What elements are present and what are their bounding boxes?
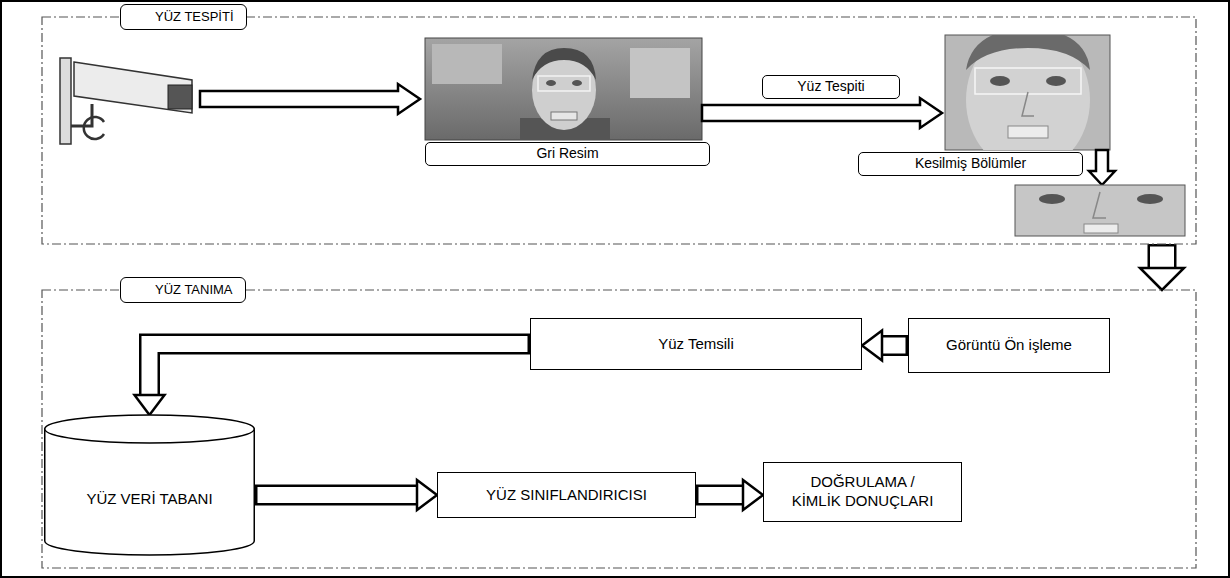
arrow-shaft-outline [881,335,908,356]
step-label-box: Kesilmiş Bölümler [858,152,1083,176]
region-heading: YÜZ TANIMA [120,277,246,303]
node-text: Yüz Tespiti [797,78,864,96]
cylinder-top [45,415,255,443]
eye [546,80,556,86]
detected-face [966,35,1090,150]
photo-background [630,48,690,98]
photo-hair [532,48,596,80]
cropped-photo [1015,185,1185,236]
region-outline [42,17,1196,244]
arrow-head [743,480,763,510]
eye-box [538,76,590,91]
eye [1046,76,1066,86]
camera-body [74,62,192,113]
block-arrow-connector [696,480,763,510]
gray-photo [425,38,702,140]
block-arrow [1089,150,1115,185]
block-arrow [702,98,942,128]
process-box: Yüz Temsili [530,318,862,370]
cylinder-body [45,429,255,555]
eye [1039,194,1065,204]
node-text: YÜZ SINIFLANDIRICISI [486,486,647,505]
block-arrow [200,84,420,114]
arrow-shaft-fill [1150,247,1174,270]
dash-dot-border [42,17,1196,244]
process-box: YÜZ SINIFLANDIRICISI [437,472,696,518]
arrow-head [1140,268,1184,290]
nose [1093,192,1106,218]
block-arrow-connector [1140,244,1184,290]
result-box: DOĞRULAMA / KİMLİK DONUÇLARI [763,462,962,522]
arrow-head [135,395,165,415]
hair [966,35,1090,70]
mouth-box [1008,126,1048,138]
arrow-head [862,331,882,361]
node-text: Kesilmiş Bölümler [915,155,1026,173]
detection-region: YÜZ TESPİTİGri ResimYüz TespitiKesilmiş … [42,17,1196,244]
node-text: Görüntü Ön işleme [946,336,1072,355]
mouth-box [551,112,577,120]
face [966,35,1090,150]
eye [990,76,1010,86]
node-text: Gri Resim [536,145,598,163]
photo-background [432,44,502,84]
eye-box [975,68,1081,94]
block-arrow-connector [135,344,531,415]
node-text: DOĞRULAMA / KİMLİK DONUÇLARI [785,473,940,511]
caption-box: Gri Resim [425,142,710,166]
arrow-shaft-outline [150,344,531,396]
process-box: Görüntü Ön işleme [908,318,1110,373]
arrow-shaft-fill [881,338,906,354]
step-label-box: Yüz Tespiti [762,75,900,99]
mouth-box [1084,224,1118,233]
camera-clip [84,117,104,139]
arrow-shaft-outline [1148,244,1177,269]
block-arrow-connector [255,480,437,510]
database-cylinder: YÜZ VERİ TABANI [44,415,255,555]
nose [1022,92,1034,116]
arrow-head [417,480,437,510]
eye [572,80,582,86]
arrow-shaft-outline [696,485,744,506]
node-text: YÜZ VERİ TABANI [86,490,212,509]
camera-mount [60,58,71,144]
block-arrow-connector [862,331,908,361]
arrow-shaft-fill [258,487,419,503]
region-heading: YÜZ TESPİTİ [120,4,247,30]
camera-arm [71,104,92,126]
recognition-region: YÜZ TANIMAGörüntü Ön işlemeYüz TemsiliYÜ… [42,290,1196,568]
node-text: Yüz Temsili [658,335,734,354]
cylinder-outline [44,415,255,555]
arrow-shaft-outline [255,485,418,506]
camera-lens [168,85,192,109]
arrow-shaft-fill [699,487,745,503]
arrow-shaft-fill [150,344,528,396]
dash-dot-border [42,290,1196,568]
eye [1137,194,1163,204]
